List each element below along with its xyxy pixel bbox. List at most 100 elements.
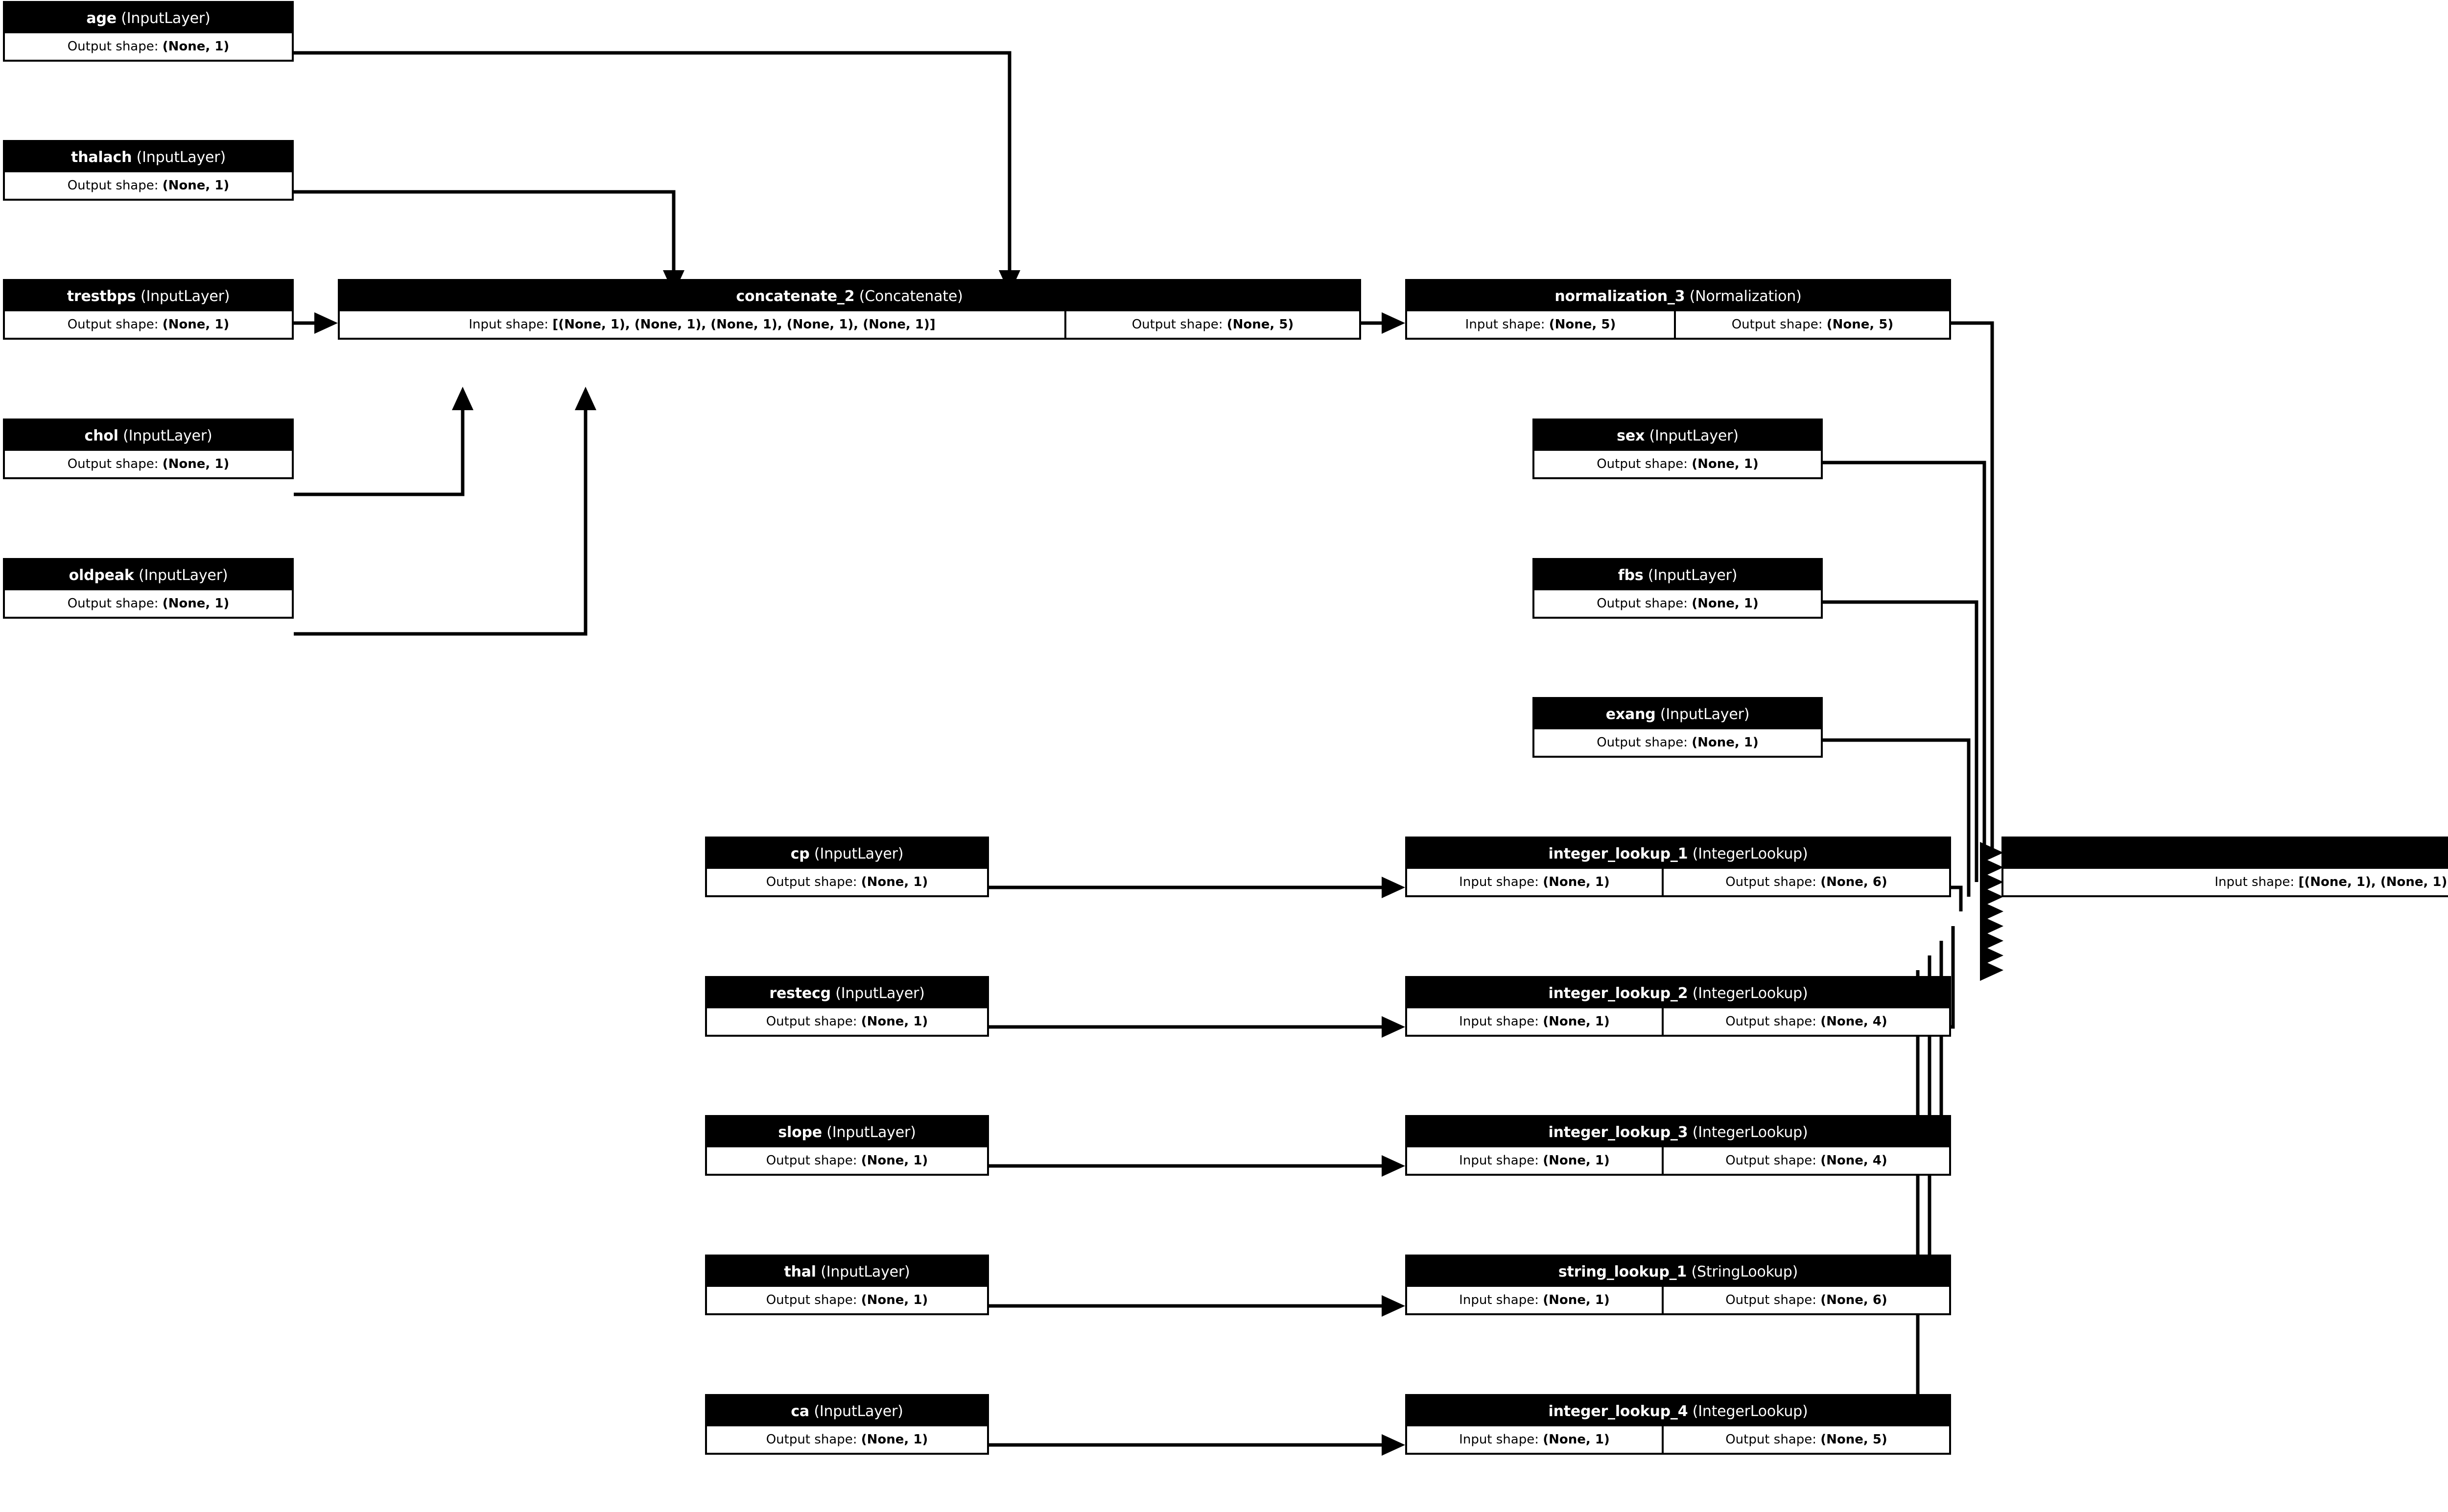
node-restecg-output-cell: Output shape: (None, 1): [707, 1008, 987, 1035]
output-shape-label: Output shape:: [1597, 457, 1688, 471]
node-cp-name: cp: [790, 845, 810, 862]
node-fbs-body: Output shape: (None, 1): [1534, 590, 1821, 617]
node-sex[interactable]: sex (InputLayer) Output shape: (None, 1): [1532, 419, 1823, 479]
node-sex-body: Output shape: (None, 1): [1534, 451, 1821, 477]
node-integer-lookup-2-type: (IntegerLookup): [1692, 984, 1808, 1002]
node-integer-lookup-3-output-cell: Output shape: (None, 4): [1662, 1147, 1949, 1174]
node-exang-title: exang (InputLayer): [1534, 699, 1821, 729]
node-fbs-output-cell: Output shape: (None, 1): [1534, 590, 1821, 617]
node-restecg-type: (InputLayer): [835, 984, 925, 1002]
node-string-lookup-1[interactable]: string_lookup_1 (StringLookup) Input sha…: [1405, 1255, 1951, 1315]
node-slope-output-cell: Output shape: (None, 1): [707, 1147, 987, 1174]
node-concatenate-2-name: concatenate_2: [736, 287, 855, 305]
node-integer-lookup-4-input-cell: Input shape: (None, 1): [1407, 1426, 1662, 1453]
input-shape-label: Input shape:: [1465, 317, 1545, 332]
node-fbs-title: fbs (InputLayer): [1534, 560, 1821, 590]
node-cp[interactable]: cp (InputLayer) Output shape: (None, 1): [705, 837, 989, 897]
node-concatenate-2[interactable]: concatenate_2 (Concatenate) Input shape:…: [338, 279, 1361, 340]
node-chol[interactable]: chol (InputLayer) Output shape: (None, 1…: [3, 419, 294, 479]
node-trestbps-output-cell: Output shape: (None, 1): [5, 311, 292, 338]
node-restecg[interactable]: restecg (InputLayer) Output shape: (None…: [705, 976, 989, 1037]
node-cp-body: Output shape: (None, 1): [707, 869, 987, 895]
node-trestbps[interactable]: trestbps (InputLayer) Output shape: (Non…: [3, 279, 294, 340]
node-fbs[interactable]: fbs (InputLayer) Output shape: (None, 1): [1532, 558, 1823, 619]
node-integer-lookup-1-input-cell: Input shape: (None, 1): [1407, 869, 1662, 895]
node-chol-body: Output shape: (None, 1): [5, 451, 292, 477]
node-ca-title: ca (InputLayer): [707, 1396, 987, 1426]
node-integer-lookup-2-input-value: (None, 1): [1543, 1014, 1610, 1029]
node-normalization-3-output-cell: Output shape: (None, 5): [1674, 311, 1949, 338]
node-fbs-output-value: (None, 1): [1692, 596, 1759, 611]
node-integer-lookup-4[interactable]: integer_lookup_4 (IntegerLookup) Input s…: [1405, 1394, 1951, 1455]
node-age[interactable]: age (InputLayer) Output shape: (None, 1): [3, 1, 294, 62]
node-normalization-3-type: (Normalization): [1689, 287, 1802, 305]
input-shape-label: Input shape:: [1459, 1014, 1539, 1029]
node-integer-lookup-2-output-value: (None, 4): [1820, 1014, 1887, 1029]
node-age-name: age: [86, 9, 117, 27]
node-normalization-3-input-value: (None, 5): [1549, 317, 1616, 332]
node-age-output-cell: Output shape: (None, 1): [5, 33, 292, 60]
node-chol-output-value: (None, 1): [162, 457, 230, 471]
node-concatenate-2-output-value: (None, 5): [1226, 317, 1294, 332]
node-string-lookup-1-input-cell: Input shape: (None, 1): [1407, 1287, 1662, 1313]
node-cp-output-cell: Output shape: (None, 1): [707, 869, 987, 895]
node-thal[interactable]: thal (InputLayer) Output shape: (None, 1…: [705, 1255, 989, 1315]
node-concatenate-2-input-cell: Input shape: [(None, 1), (None, 1), (Non…: [340, 311, 1064, 338]
node-concatenate-3[interactable]: concatenate_3 (Concatenate) Input shape:…: [2001, 837, 2448, 897]
node-exang-type: (InputLayer): [1660, 705, 1750, 723]
output-shape-label: Output shape:: [1131, 317, 1223, 332]
node-integer-lookup-4-type: (IntegerLookup): [1692, 1402, 1808, 1420]
input-shape-label: Input shape:: [2214, 875, 2295, 889]
input-shape-label: Input shape:: [1459, 1432, 1539, 1447]
node-integer-lookup-2-body: Input shape: (None, 1) Output shape: (No…: [1407, 1008, 1949, 1035]
node-restecg-output-value: (None, 1): [861, 1014, 928, 1029]
node-integer-lookup-2[interactable]: integer_lookup_2 (IntegerLookup) Input s…: [1405, 976, 1951, 1037]
node-integer-lookup-3-type: (IntegerLookup): [1692, 1123, 1808, 1141]
node-integer-lookup-4-output-value: (None, 5): [1820, 1432, 1887, 1447]
node-normalization-3-output-value: (None, 5): [1826, 317, 1894, 332]
node-slope-body: Output shape: (None, 1): [707, 1147, 987, 1174]
node-normalization-3-title: normalization_3 (Normalization): [1407, 281, 1949, 311]
node-thalach[interactable]: thalach (InputLayer) Output shape: (None…: [3, 140, 294, 201]
node-thal-output-value: (None, 1): [861, 1293, 928, 1307]
node-ca[interactable]: ca (InputLayer) Output shape: (None, 1): [705, 1394, 989, 1455]
node-ca-output-cell: Output shape: (None, 1): [707, 1426, 987, 1453]
node-oldpeak[interactable]: oldpeak (InputLayer) Output shape: (None…: [3, 558, 294, 619]
node-chol-type: (InputLayer): [123, 427, 212, 444]
output-shape-label: Output shape:: [1731, 317, 1823, 332]
node-integer-lookup-1-output-value: (None, 6): [1820, 875, 1887, 889]
output-shape-label: Output shape:: [1725, 1153, 1816, 1168]
node-normalization-3[interactable]: normalization_3 (Normalization) Input sh…: [1405, 279, 1951, 340]
output-shape-label: Output shape:: [1597, 596, 1688, 611]
node-exang[interactable]: exang (InputLayer) Output shape: (None, …: [1532, 697, 1823, 758]
node-trestbps-title: trestbps (InputLayer): [5, 281, 292, 311]
node-concatenate-3-body: Input shape: [(None, 1), (None, 1), (Non…: [2003, 869, 2448, 895]
node-ca-output-value: (None, 1): [861, 1432, 928, 1447]
node-slope[interactable]: slope (InputLayer) Output shape: (None, …: [705, 1115, 989, 1176]
node-thal-type: (InputLayer): [821, 1263, 910, 1280]
node-cp-type: (InputLayer): [814, 845, 904, 862]
node-integer-lookup-3[interactable]: integer_lookup_3 (IntegerLookup) Input s…: [1405, 1115, 1951, 1176]
input-shape-label: Input shape:: [1459, 1293, 1539, 1307]
node-string-lookup-1-body: Input shape: (None, 1) Output shape: (No…: [1407, 1287, 1949, 1313]
node-sex-name: sex: [1617, 427, 1645, 444]
node-ca-body: Output shape: (None, 1): [707, 1426, 987, 1453]
node-age-body: Output shape: (None, 1): [5, 33, 292, 60]
node-integer-lookup-2-title: integer_lookup_2 (IntegerLookup): [1407, 978, 1949, 1008]
node-integer-lookup-1[interactable]: integer_lookup_1 (IntegerLookup) Input s…: [1405, 837, 1951, 897]
node-integer-lookup-1-output-cell: Output shape: (None, 6): [1662, 869, 1949, 895]
node-slope-title: slope (InputLayer): [707, 1117, 987, 1147]
node-trestbps-body: Output shape: (None, 1): [5, 311, 292, 338]
node-integer-lookup-3-input-cell: Input shape: (None, 1): [1407, 1147, 1662, 1174]
node-oldpeak-output-value: (None, 1): [162, 596, 230, 611]
node-thal-title: thal (InputLayer): [707, 1256, 987, 1287]
node-oldpeak-name: oldpeak: [69, 566, 134, 584]
node-concatenate-3-input-value: [(None, 1), (None, 1), (None, 1), (None,…: [2298, 875, 2448, 889]
output-shape-label: Output shape:: [766, 875, 857, 889]
node-sex-output-cell: Output shape: (None, 1): [1534, 451, 1821, 477]
node-ca-type: (InputLayer): [814, 1402, 903, 1420]
node-integer-lookup-2-output-cell: Output shape: (None, 4): [1662, 1008, 1949, 1035]
node-oldpeak-type: (InputLayer): [138, 566, 228, 584]
node-exang-body: Output shape: (None, 1): [1534, 729, 1821, 756]
